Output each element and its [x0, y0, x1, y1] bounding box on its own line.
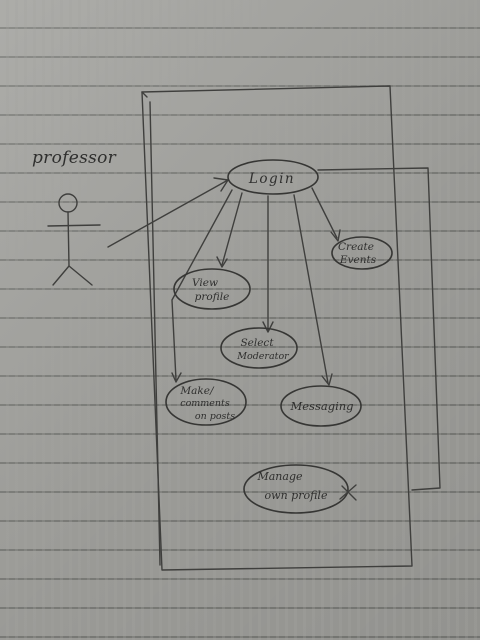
messaging-label: Messaging [289, 399, 353, 413]
use-case-manage-profile: Manage own profile [243, 464, 357, 514]
manage-profile-line-2: own profile [265, 489, 328, 502]
actor-label: professor [32, 148, 117, 168]
actor-arms [47, 224, 101, 227]
use-case-view-profile: View profile [173, 268, 251, 310]
arrow-to-make-comments [171, 189, 233, 381]
make-comments-line-2: comments [180, 398, 230, 409]
manage-profile-line-1: Manage [256, 470, 303, 483]
make-comments-line-3: on posts [195, 411, 235, 422]
actor-body [67, 211, 70, 267]
include-arrows [171, 187, 341, 386]
view-profile-line-2: profile [195, 291, 230, 303]
use-case-create-events: Create Events [331, 236, 393, 270]
make-comments-line-1: Make/ [179, 385, 215, 397]
actor-head [58, 193, 78, 213]
create-events-line-1: Create [338, 241, 374, 253]
arrow-to-create-events [311, 187, 338, 239]
association-line [107, 179, 229, 248]
use-case-login: Login [227, 159, 319, 195]
actor-professor: professor [32, 148, 117, 286]
view-profile-line-1: View [192, 277, 218, 289]
system-boundary [141, 85, 441, 571]
login-label: Login [248, 171, 295, 187]
use-case-make-comments: Make/ comments on posts [165, 378, 247, 426]
actor-legs [52, 265, 93, 286]
arrow-to-view-profile [221, 192, 243, 266]
manage-profile-arrowhead [339, 484, 357, 501]
use-case-select-moderator: Select Moderator [220, 327, 298, 369]
create-events-line-2: Events [339, 254, 377, 266]
arrow-to-messaging [293, 194, 329, 384]
select-moderator-line-2: Moderator [236, 351, 290, 362]
select-moderator-line-1: Select [240, 337, 274, 349]
use-case-messaging: Messaging [280, 385, 362, 427]
